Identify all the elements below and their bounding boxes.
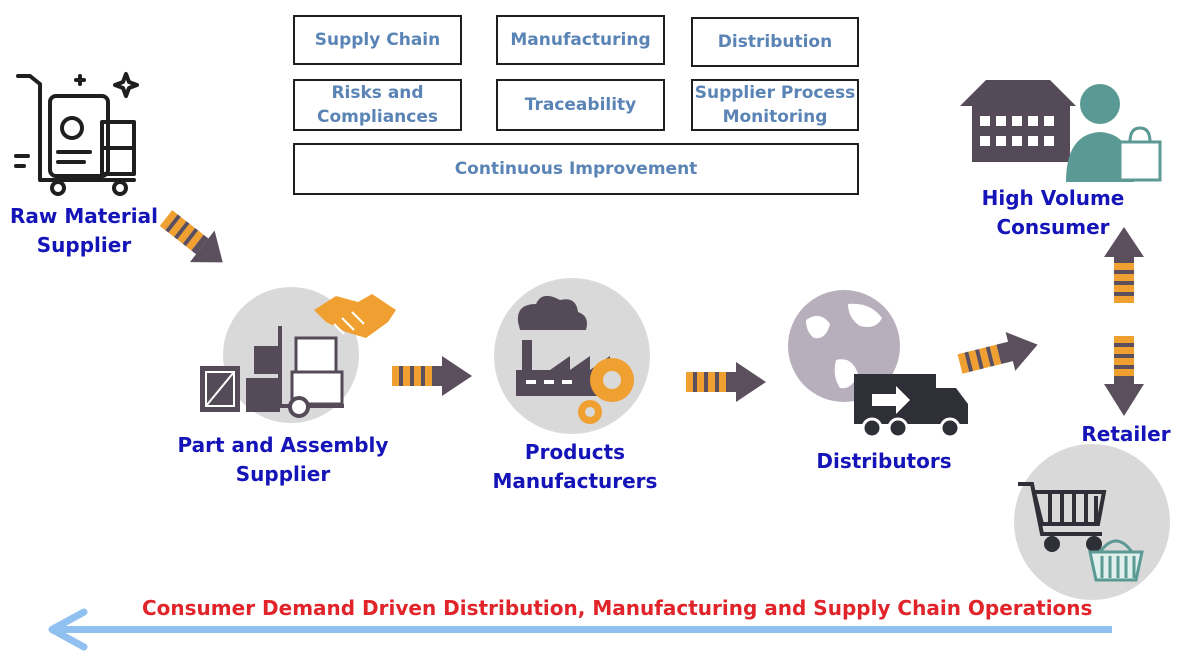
- part-assembly-supplier-label: Part and Assembly Supplier: [177, 433, 389, 486]
- handshake-icon: [314, 294, 396, 338]
- topic-supply-chain: Supply Chain: [293, 15, 462, 65]
- distributors-icon: [788, 290, 968, 439]
- topic-distribution: Distribution: [691, 17, 859, 67]
- distributors-label: Distributors: [816, 449, 952, 473]
- products-manufacturers-label: Products Manufacturers: [492, 440, 658, 493]
- topic-continuous-improvement: Continuous Improvement: [293, 143, 859, 195]
- topic-supplier-monitoring: Supplier Process Monitoring: [691, 79, 859, 131]
- store-building-icon: [960, 80, 1076, 162]
- factory-icon: [516, 295, 610, 396]
- boxes-trolley-icon: [200, 326, 344, 418]
- products-manufacturers-icon: [494, 278, 650, 434]
- flow-arrow-part-to-products: [392, 356, 472, 396]
- retailer-label: Retailer: [1081, 422, 1171, 446]
- topic-manufacturing: Manufacturing: [496, 15, 665, 65]
- raw-material-supplier-label: Raw Material Supplier: [10, 204, 158, 257]
- flow-arrow-down-to-retailer: [1104, 336, 1144, 416]
- cart-supplies-icon: [14, 72, 139, 196]
- high-volume-consumer-icon: [960, 80, 1162, 182]
- part-assembly-icon: [200, 287, 396, 423]
- flow-arrow-raw-to-part: [159, 210, 223, 263]
- flow-arrow-products-to-distributors: [686, 362, 766, 402]
- return-arrow-icon: [48, 608, 1112, 651]
- shopping-cart-icon: [1018, 482, 1107, 552]
- topic-risks-compliances: Risks and Compliances: [293, 79, 462, 131]
- delivery-truck-icon: [854, 374, 968, 439]
- demand-driven-caption: Consumer Demand Driven Distribution, Man…: [142, 596, 1093, 620]
- shopping-bag-icon: [1118, 126, 1162, 182]
- flow-arrow-up-to-consumer: [1104, 227, 1144, 303]
- high-volume-consumer-label: High Volume Consumer: [981, 186, 1125, 239]
- flow-arrow-distributors-to-retailer: [957, 332, 1038, 374]
- topic-traceability: Traceability: [496, 79, 665, 131]
- gears-icon: [578, 358, 634, 424]
- retailer-icon: [1014, 444, 1170, 600]
- basket-icon: [1088, 539, 1144, 582]
- customer-icon: [1066, 84, 1134, 182]
